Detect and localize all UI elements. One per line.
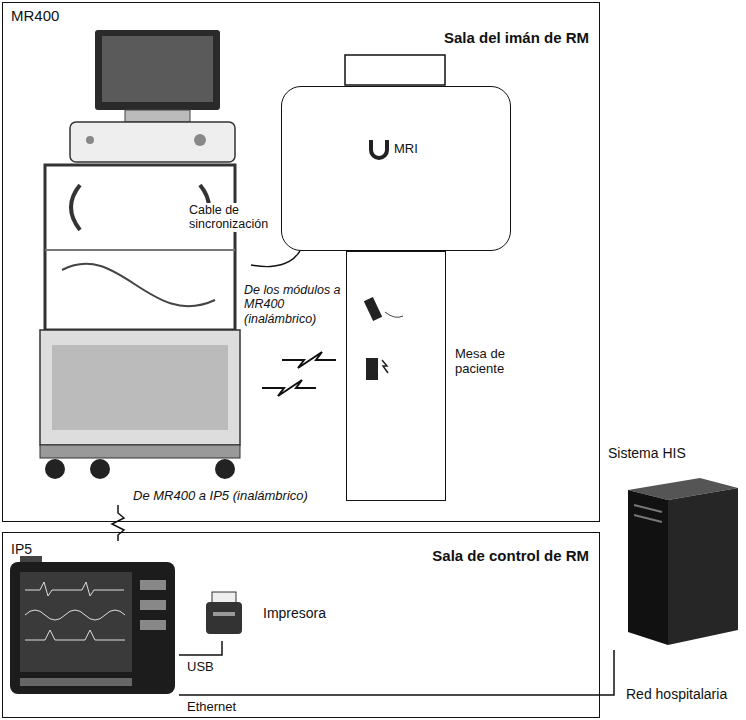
connector (179, 650, 614, 695)
ip5-screen (20, 572, 132, 672)
node-label: MR400 (11, 7, 59, 24)
magnet-top (345, 55, 445, 85)
his-server: Sistema HIS (606, 445, 744, 650)
knob (194, 134, 206, 146)
server-front (628, 490, 668, 645)
ip5-housing (10, 562, 175, 694)
annotation: Red hospitalaria (625, 686, 728, 702)
printer: Impresora (201, 589, 351, 641)
node-label: Sistema HIS (608, 445, 686, 461)
frame-bar (45, 249, 235, 251)
ip5-monitor: IP5 (7, 541, 179, 701)
connector-label: Cable de sincronización (188, 203, 278, 232)
button (140, 600, 166, 610)
button-row (20, 678, 132, 686)
button (140, 620, 166, 630)
connector-label: De MR400 a IP5 (inalámbrico) (132, 489, 309, 504)
connector (251, 251, 300, 267)
base-plate (40, 445, 240, 458)
module-icon (364, 297, 382, 321)
magnet-room: Sala del imán de RM MR400MRI Mesa de pacie… (2, 2, 600, 522)
connector (179, 641, 222, 655)
wheel (215, 459, 235, 479)
cart-frame (45, 165, 235, 330)
node-label: IP5 (11, 541, 32, 557)
wireless-symbol (262, 380, 316, 396)
magnet-symbol (371, 140, 387, 158)
node-label: MRI (394, 142, 418, 157)
server-side (668, 488, 738, 645)
monitor-housing (95, 30, 220, 110)
mr400-monitor: MR400 (9, 5, 251, 505)
monitor-arm (125, 110, 190, 122)
annotation: De los módulos a MR400 (inalámbrico) (243, 283, 343, 326)
node-label: Sala de control de RM (432, 547, 589, 564)
control-room: Sala de control de RM IP5Impresora (2, 532, 600, 718)
connector-label: USB (186, 660, 215, 675)
wheel (45, 459, 65, 479)
wireless-symbol (282, 352, 336, 368)
node-label: Sala del imán de RM (444, 29, 589, 46)
monitor-screen (102, 36, 213, 102)
coiled-cable (62, 264, 215, 306)
printer-slot (213, 612, 235, 616)
server-vents (634, 505, 662, 522)
base-shading (52, 345, 228, 430)
connector (112, 505, 124, 541)
antenna (20, 556, 42, 563)
module-icon (366, 358, 378, 380)
control-panel (70, 122, 235, 162)
knob (86, 136, 94, 144)
waveform (25, 610, 125, 620)
printer-body (206, 602, 242, 634)
waveform (25, 630, 125, 640)
wheel (90, 459, 110, 479)
connector-label: Ethernet (186, 700, 237, 715)
node-label: Mesa de paciente (455, 347, 535, 377)
cart-base (40, 330, 240, 445)
node-label: Impresora (263, 605, 326, 621)
patient-table: Mesa de paciente (346, 251, 446, 501)
module-lead (385, 312, 403, 317)
module-bolt (382, 360, 388, 373)
mri-magnet: MRI (281, 86, 511, 251)
button (140, 580, 166, 590)
waveform (25, 582, 124, 596)
